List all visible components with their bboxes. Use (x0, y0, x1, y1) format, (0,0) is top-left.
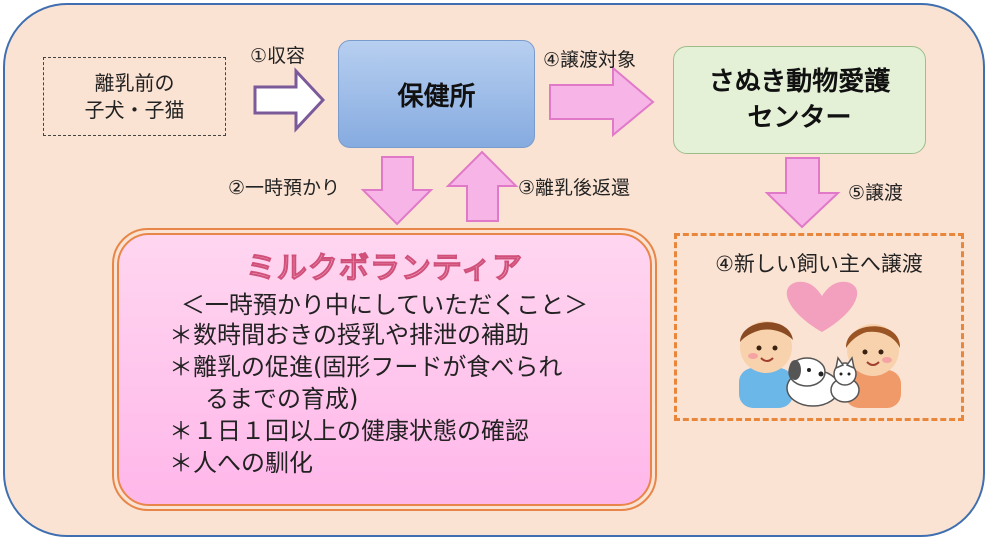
pre-weaning-label-line2: 子犬・子猫 (84, 97, 185, 122)
girl-figure (845, 324, 901, 408)
duty-item-continuation: るまでの育成) (205, 385, 359, 413)
heart-icon (786, 281, 858, 332)
animal-center-label-line1: さぬき動物愛護 (708, 67, 891, 97)
duty-item: ＊数時間おきの授乳や排泄の補助 (169, 321, 529, 349)
duty-item: ＊人への馴化 (169, 449, 313, 477)
intake-arrow (253, 67, 326, 133)
milk-volunteer-box: ミルクボランティア ＜一時預かり中にしていただくこと＞ ＊数時間おきの授乳や排泄… (117, 233, 652, 506)
return-arrow (445, 150, 519, 222)
volunteer-subtitle: ＜一時預かり中にしていただくこと＞ (180, 291, 589, 319)
new-owner-adoption-box: ④新しい飼い主へ譲渡 (674, 233, 964, 421)
step1-label: ①収容 (250, 45, 306, 67)
pre-weaning-label-line1: 離乳前の (94, 70, 175, 95)
animal-center-label-line2: センター (747, 103, 852, 133)
boy-figure (739, 321, 793, 408)
puppy-figure (786, 357, 840, 407)
transfer-target-arrow (549, 65, 655, 138)
volunteer-title: ミルクボランティア (245, 251, 524, 287)
step2-label: ②一時預かり (228, 177, 341, 199)
pre-weaning-animals-box: 離乳前の 子犬・子猫 (43, 57, 226, 136)
family-with-pets-illustration (739, 281, 901, 408)
diagram-frame: 離乳前の 子犬・子猫 保健所 さぬき動物愛護 センター ①収容 ④譲渡対象 ②一… (3, 3, 985, 537)
kitten-figure (830, 356, 860, 403)
duty-item: ＊離乳の促進(固形フードが食べられ (169, 353, 563, 381)
step4-label: ④譲渡対象 (543, 49, 637, 71)
health-center-label: 保健所 (397, 81, 476, 112)
step3-label: ③離乳後返還 (518, 177, 631, 199)
health-center-box: 保健所 (338, 40, 535, 148)
flow-arrows (253, 65, 841, 229)
animal-welfare-center-box: さぬき動物愛護 センター (673, 46, 926, 154)
temporary-care-arrow (360, 156, 434, 226)
volunteer-duties-list: ＊数時間おきの授乳や排泄の補助 ＊離乳の促進(固形フードが食べられ るまでの育成… (169, 319, 649, 479)
adoption-arrow (764, 157, 841, 229)
step5-label: ⑤譲渡 (848, 182, 904, 204)
duty-item: ＊１日１回以上の健康状態の確認 (169, 417, 529, 445)
adoption-title: ④新しい飼い主へ譲渡 (715, 252, 923, 276)
